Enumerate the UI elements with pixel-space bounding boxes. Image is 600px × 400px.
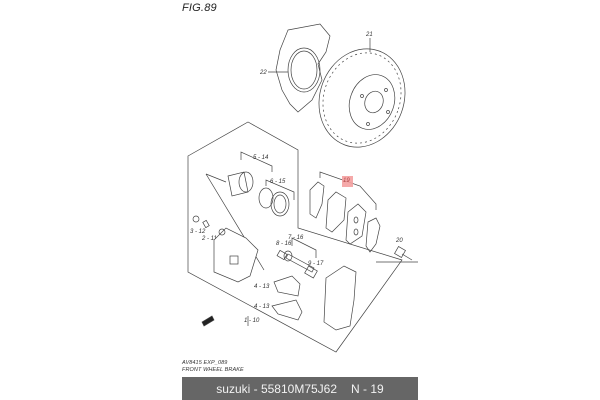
label-7-16: 7 - 16	[288, 235, 304, 241]
label-9-17: 9 - 17	[308, 261, 324, 267]
label-19: 19	[343, 178, 350, 184]
piston-part	[227, 171, 254, 197]
brake-disc-part	[318, 48, 406, 148]
caliper-body-part	[213, 227, 259, 283]
figure-title: FIG.89	[182, 2, 217, 14]
bleeder-plug-part	[202, 219, 210, 229]
label-20: 20	[395, 238, 403, 244]
brake-pad-left	[325, 191, 347, 233]
pin-bolt-part	[276, 249, 315, 273]
dust-cover-part	[275, 23, 331, 113]
boot-part	[304, 265, 318, 279]
bleeder-cap-part	[192, 215, 200, 223]
label-2-11: 2 - 11	[201, 236, 217, 242]
label-6-15: 6 - 15	[270, 179, 286, 185]
label-22: 22	[259, 70, 267, 76]
brake-pad-shim	[365, 217, 381, 253]
label-8-16: 8 - 16	[276, 241, 292, 247]
bolt-20-part	[394, 246, 413, 261]
brake-pad-outer	[309, 181, 325, 219]
highlighted-part-badge[interactable]: 19	[342, 176, 353, 187]
label-4-13-lower: 4 - 13	[254, 304, 270, 310]
label-21: 21	[365, 32, 373, 38]
caption-code: AV8415 EXP_089	[182, 360, 228, 366]
leader-6-15	[265, 179, 295, 200]
pad-spring-lower	[271, 299, 303, 321]
banner-part-text: suzuki - 55810M75J62	[216, 381, 338, 396]
pad-group-bracket	[319, 171, 377, 210]
banner-ref: N - 19	[351, 381, 384, 396]
leader-7-16	[291, 237, 317, 258]
caliper-bracket-part	[323, 265, 357, 331]
label-5-14: 5 - 14	[253, 155, 269, 161]
caption-name: FRONT WHEEL BRAKE	[182, 367, 244, 373]
brake-pad-right	[345, 203, 367, 245]
front-arrow-icon	[201, 315, 215, 327]
pad-spring-upper	[273, 275, 301, 297]
boot-ring-part	[270, 191, 290, 217]
label-1-10: 1 - 10	[244, 318, 260, 324]
seal-part	[258, 187, 274, 209]
leader-5-14	[240, 151, 273, 172]
part-number-banner: suzuki - 55810M75J62 N - 19	[182, 377, 418, 400]
label-3-12: 3 - 12	[190, 229, 206, 235]
label-4-13-upper: 4 - 13	[254, 284, 270, 290]
